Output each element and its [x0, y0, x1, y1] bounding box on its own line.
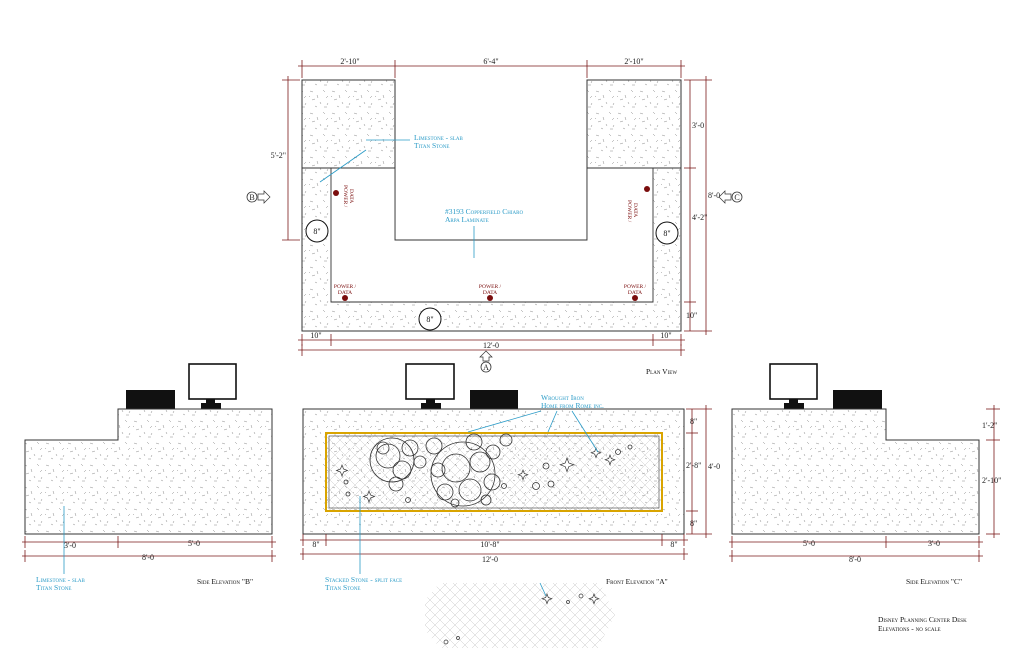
power-label-2: DATA: [348, 189, 354, 203]
elev-a-dim-2: 10'-8": [480, 540, 499, 549]
plan-laminate-label-1: #3193 Copperfield Chiaro: [445, 207, 523, 216]
laminate-top: [330, 167, 654, 303]
wrought-iron-rings: [343, 433, 633, 508]
callout-a: A: [479, 350, 493, 373]
side-elevation-b: 3'-0 5'-0 8'-0 Limestone - slab Titan St…: [22, 363, 276, 592]
stone-detail-vignette: [425, 582, 615, 648]
plan-view-title: Plan View: [646, 367, 677, 376]
elev-a-dim-right-2: 2'-8": [686, 461, 701, 470]
stone-label-1: Stacked Stone - split face: [325, 575, 402, 584]
front-elevation-a: 8" 10'-8" 8" 12'-0 8" 2'-8" 8" 4'-0 Wrou…: [300, 363, 720, 648]
elev-c-dim-total: 8'-0: [849, 555, 861, 564]
elev-b-label-1: Limestone - slab: [36, 575, 85, 584]
keyboard-block: [470, 390, 518, 409]
monitor-icon: [188, 363, 237, 409]
grommet-right-label: 8": [663, 229, 670, 238]
plan-dimensions: [282, 60, 712, 356]
stone-label-2: Titan Stone: [325, 583, 360, 592]
elev-a-dim-3: 8": [670, 540, 677, 549]
grommet-bottom-label: 8": [426, 315, 433, 324]
plan-dim-top-right: 2'-10": [624, 57, 643, 66]
plan-limestone-label-2: Titan Stone: [414, 141, 449, 150]
callout-a-label: A: [483, 363, 489, 372]
power-label-10: DATA: [628, 290, 642, 296]
plan-view: 2'-10" 6'-4" 2'-10" 5'-2" 3'-0 4'-2" 10"…: [246, 57, 743, 376]
elev-b-dim-1: 3'-0: [64, 541, 76, 550]
power-label-7: POWER /: [479, 284, 502, 290]
power-label-6: DATA: [338, 290, 352, 296]
arrow-up-icon: [479, 350, 493, 362]
plan-dim-right-total: 8'-0: [708, 191, 720, 200]
elev-a-dim-right-total: 4'-0: [708, 462, 720, 471]
elev-a-title: Front Elevation "A": [606, 577, 668, 586]
sheet-title-1: Disney Planning Center Desk: [878, 615, 967, 624]
plan-dim-bottom-total: 12'-0: [483, 341, 499, 350]
elev-c-dim-2: 3'-0: [928, 539, 940, 548]
plan-dim-bottom-left: 10": [310, 331, 321, 340]
elev-b-title: Side Elevation "B": [197, 577, 253, 586]
grommet-bottom: 8": [418, 307, 442, 331]
power-label-3: POWER /: [626, 200, 632, 223]
power-label-9: POWER /: [624, 284, 647, 290]
elevation-b-body: [24, 408, 273, 535]
power-label-5: POWER /: [334, 284, 357, 290]
elevation-c-body: [731, 408, 980, 535]
grommet-left: 8": [305, 219, 329, 243]
elev-c-title: Side Elevation "C": [906, 577, 962, 586]
plan-laminate-label-2: Arpa Laminate: [445, 215, 489, 224]
plan-dim-right-2: 4'-2": [692, 213, 707, 222]
elev-a-dim-total: 12'-0: [482, 555, 498, 564]
plan-dim-bottom-right: 10": [660, 331, 671, 340]
iron-label-1: Wrought Iron: [541, 393, 584, 402]
power-data-right-top: POWER / DATA: [626, 186, 650, 223]
plan-dim-left: 5'-2": [271, 151, 286, 160]
sheet-title-2: Elevations - no scale: [878, 624, 941, 633]
elev-a-dim-right-3: 8": [690, 519, 697, 528]
keyboard-block: [126, 390, 175, 409]
grommet-right: 8": [655, 221, 679, 245]
power-data-bottom-left: POWER / DATA: [334, 284, 357, 301]
iron-leader-1: [467, 410, 542, 433]
elev-a-dim-right-1: 8": [690, 417, 697, 426]
callout-b-label: B: [249, 193, 254, 202]
iron-label-2: Home from Rome inc.: [541, 401, 604, 410]
callout-c: C: [718, 190, 743, 204]
keyboard-block: [833, 390, 882, 409]
plan-limestone-label-1: Limestone - slab: [414, 133, 463, 142]
elev-b-label-2: Titan Stone: [36, 583, 71, 592]
plan-dim-right-3: 10": [686, 311, 697, 320]
elev-c-dim-right-1: 1'-2": [982, 421, 997, 430]
grommet-left-label: 8": [313, 227, 320, 236]
power-data-left-top: POWER / DATA: [333, 185, 354, 208]
iron-leader-2: [571, 410, 599, 453]
power-label-8: DATA: [483, 290, 497, 296]
plan-dim-top-center: 6'-4": [483, 57, 498, 66]
plan-dim-right-1: 3'-0: [692, 121, 704, 130]
callout-b: B: [246, 190, 271, 204]
arrow-right-icon: [257, 190, 271, 204]
side-elevation-c: 5'-0 3'-0 8'-0 1'-2" 2'-10" Side Elevati…: [729, 363, 1001, 586]
power-label-1: POWER /: [342, 185, 348, 208]
monitor-icon: [769, 363, 818, 409]
elev-b-dim-2: 5'-0: [188, 539, 200, 548]
elev-a-dim-1: 8": [312, 540, 319, 549]
elev-c-dim-1: 5'-0: [803, 539, 815, 548]
power-data-bottom-right: POWER / DATA: [624, 284, 647, 301]
power-data-bottom-center: POWER / DATA: [479, 284, 502, 301]
power-label-4: DATA: [632, 203, 638, 217]
plan-dim-top-left: 2'-10": [340, 57, 359, 66]
sparkle-icons: [335, 446, 616, 503]
monitor-icon: [405, 363, 455, 409]
elev-c-dim-right-2: 2'-10": [982, 476, 1001, 485]
arrow-left-icon: [718, 190, 732, 204]
elev-b-dim-total: 8'-0: [142, 553, 154, 562]
callout-c-label: C: [734, 193, 739, 202]
